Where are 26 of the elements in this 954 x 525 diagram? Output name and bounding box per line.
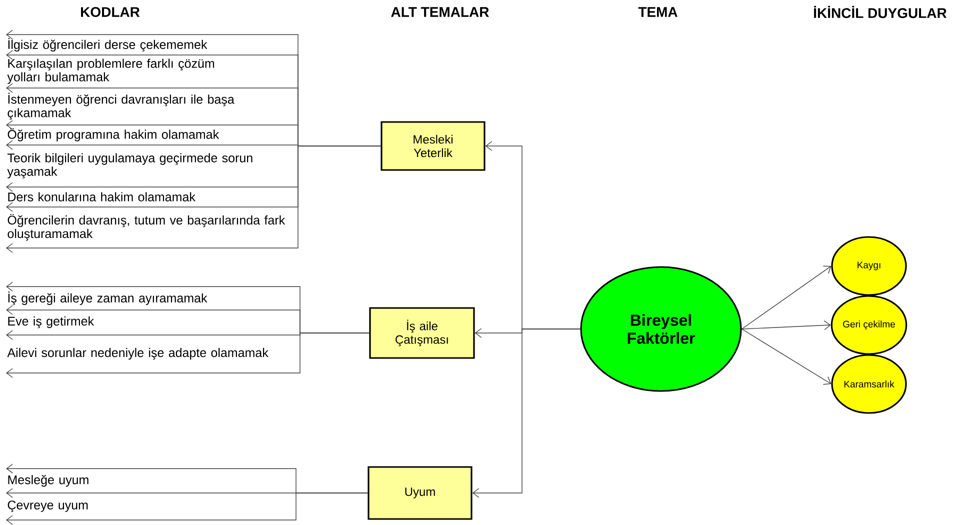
- subtheme-box: Uyum: [368, 466, 472, 520]
- code-text: Mesleğe uyum: [8, 474, 88, 487]
- code-text: İstenmeyen öğrenci davranışları ile başa çıkamamak: [8, 92, 234, 120]
- arrow: [6, 492, 368, 525]
- arrow: [741, 328, 832, 385]
- arrow: [741, 266, 832, 330]
- code-text: Ders konularına hakim olamamak: [8, 192, 196, 202]
- arrow: [741, 320, 831, 330]
- code-text: Öğretim programına hakim olamamak: [8, 128, 220, 142]
- code-text: Eve iş getirmek: [8, 316, 94, 328]
- code-text: İlgisiz öğrencileri derse çekememek: [8, 38, 208, 52]
- subtheme-box: Mesleki Yeterlik: [380, 121, 486, 171]
- code-text: Çevreye uyum: [8, 500, 88, 512]
- arrow: [6, 332, 370, 378]
- arrow: [472, 328, 581, 498]
- column-heading: İKİNCİL DUYGULAR: [814, 6, 947, 18]
- column-heading: KODLAR: [81, 7, 140, 17]
- code-text: İş gereği aileye zaman ayıramamak: [8, 292, 208, 306]
- code-text: Karşılaşılan problemlere farklı çözüm yolları bulamamak: [7, 58, 214, 84]
- subtheme-box: İş aile Çatışması: [369, 307, 475, 359]
- code-text: Teorik bilgileri uygulamaya geçirmede sorun yaşamak: [7, 153, 252, 178]
- code-text: Ailevi sorunlar nedeniyle işe adapte olamamak: [7, 348, 268, 360]
- column-heading: TEMA: [638, 7, 678, 17]
- arrow: [6, 146, 382, 253]
- column-heading: ALT TEMALAR: [391, 7, 489, 17]
- code-text: Öğrencilerin davranış, tutum ve başarılarında fark oluşturamamak: [8, 214, 286, 241]
